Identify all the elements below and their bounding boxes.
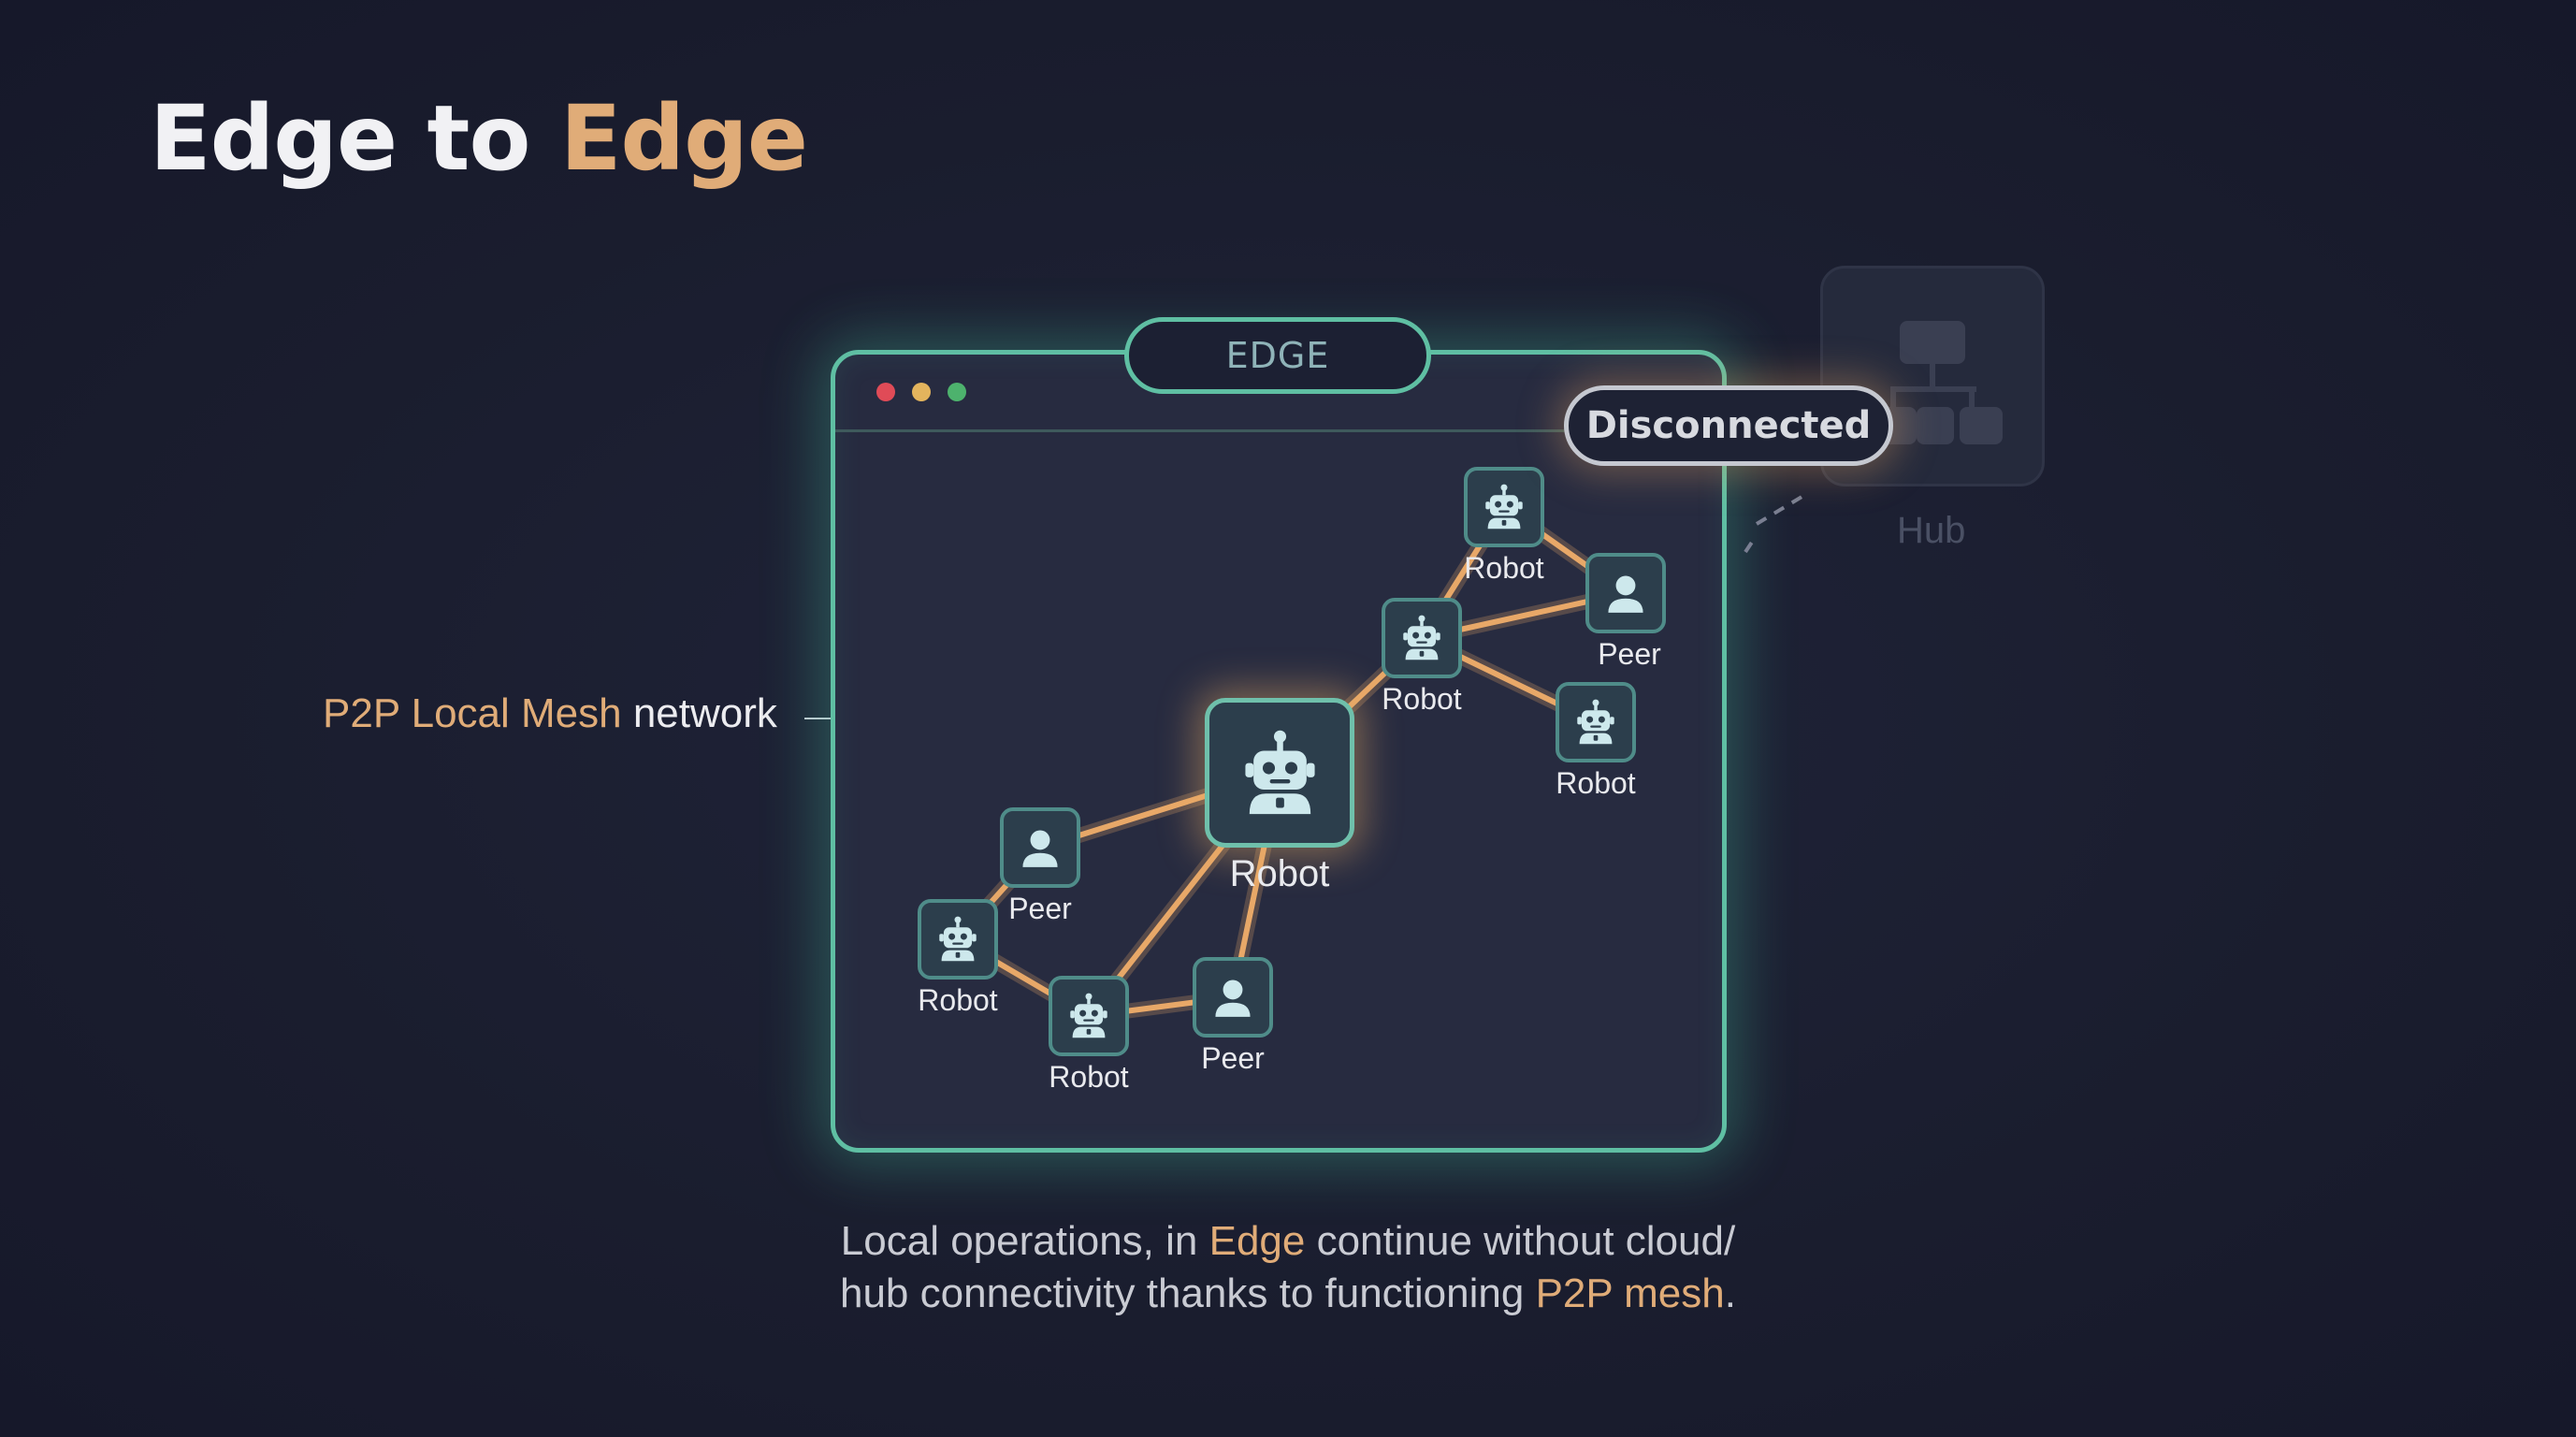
person-icon [1206, 970, 1260, 1024]
node-robot-bottom[interactable] [1049, 976, 1129, 1056]
node-peer-top-right[interactable] [1585, 553, 1666, 633]
node-robot-right[interactable] [1556, 682, 1636, 762]
edge-tab: EDGE [1124, 317, 1431, 394]
node-label-robot-far-left: Robot [918, 983, 998, 1017]
node-robot-center[interactable] [1205, 698, 1354, 848]
node-label-robot-right: Robot [1556, 766, 1636, 800]
node-label-peer-bottom: Peer [1201, 1041, 1265, 1075]
title-part-1: Edge to [150, 86, 560, 191]
node-robot-mid[interactable] [1382, 598, 1462, 678]
window-maximize-dot[interactable] [948, 383, 966, 401]
window-close-dot[interactable] [876, 383, 895, 401]
node-label-robot-top: Robot [1464, 551, 1544, 585]
node-label-robot-mid: Robot [1382, 682, 1462, 716]
person-icon [1013, 820, 1067, 875]
window-minimize-dot[interactable] [912, 383, 931, 401]
caption-text: Local operations, in [840, 1218, 1209, 1264]
robot-icon [1229, 722, 1331, 824]
node-label-robot-bottom: Robot [1049, 1060, 1129, 1094]
robot-icon [931, 912, 985, 966]
node-robot-far-left[interactable] [918, 899, 998, 980]
node-label-peer-left: Peer [1008, 892, 1072, 925]
person-icon [1599, 566, 1653, 620]
broken-hub-link [1755, 494, 1805, 526]
node-robot-top[interactable] [1464, 467, 1544, 547]
node-peer-bottom[interactable] [1193, 957, 1273, 1038]
caption-accent-mesh: P2P mesh [1535, 1270, 1725, 1316]
caption-text: . [1724, 1270, 1736, 1316]
robot-icon [1395, 611, 1449, 665]
window-title-bar [835, 355, 1722, 432]
caption-text: continue without cloud/ [1305, 1218, 1736, 1264]
robot-icon [1477, 480, 1531, 534]
caption-text: hub connectivity thanks to functioning [839, 1270, 1536, 1316]
node-peer-left[interactable] [1000, 807, 1080, 888]
caption-line-2: hub connectivity thanks to functioning P… [0, 1268, 2576, 1320]
caption-accent-edge: Edge [1208, 1218, 1306, 1264]
title-part-2: Edge [559, 86, 808, 191]
mesh-network-label: P2P Local Mesh network [323, 690, 777, 737]
disconnected-badge: Disconnected [1564, 385, 1893, 466]
hub-label: Hub [1897, 510, 1966, 551]
node-label-robot-center: Robot [1229, 853, 1330, 894]
robot-icon [1062, 989, 1116, 1043]
caption-line-1: Local operations, in Edge continue witho… [0, 1215, 2576, 1268]
page-title: Edge to Edge [150, 86, 808, 191]
robot-icon [1569, 695, 1623, 749]
node-label-peer-top-right: Peer [1598, 637, 1661, 671]
mesh-label-rest: network [621, 690, 777, 736]
mesh-label-accent: P2P Local Mesh [323, 690, 622, 736]
broken-hub-link-tail [1744, 533, 1758, 554]
